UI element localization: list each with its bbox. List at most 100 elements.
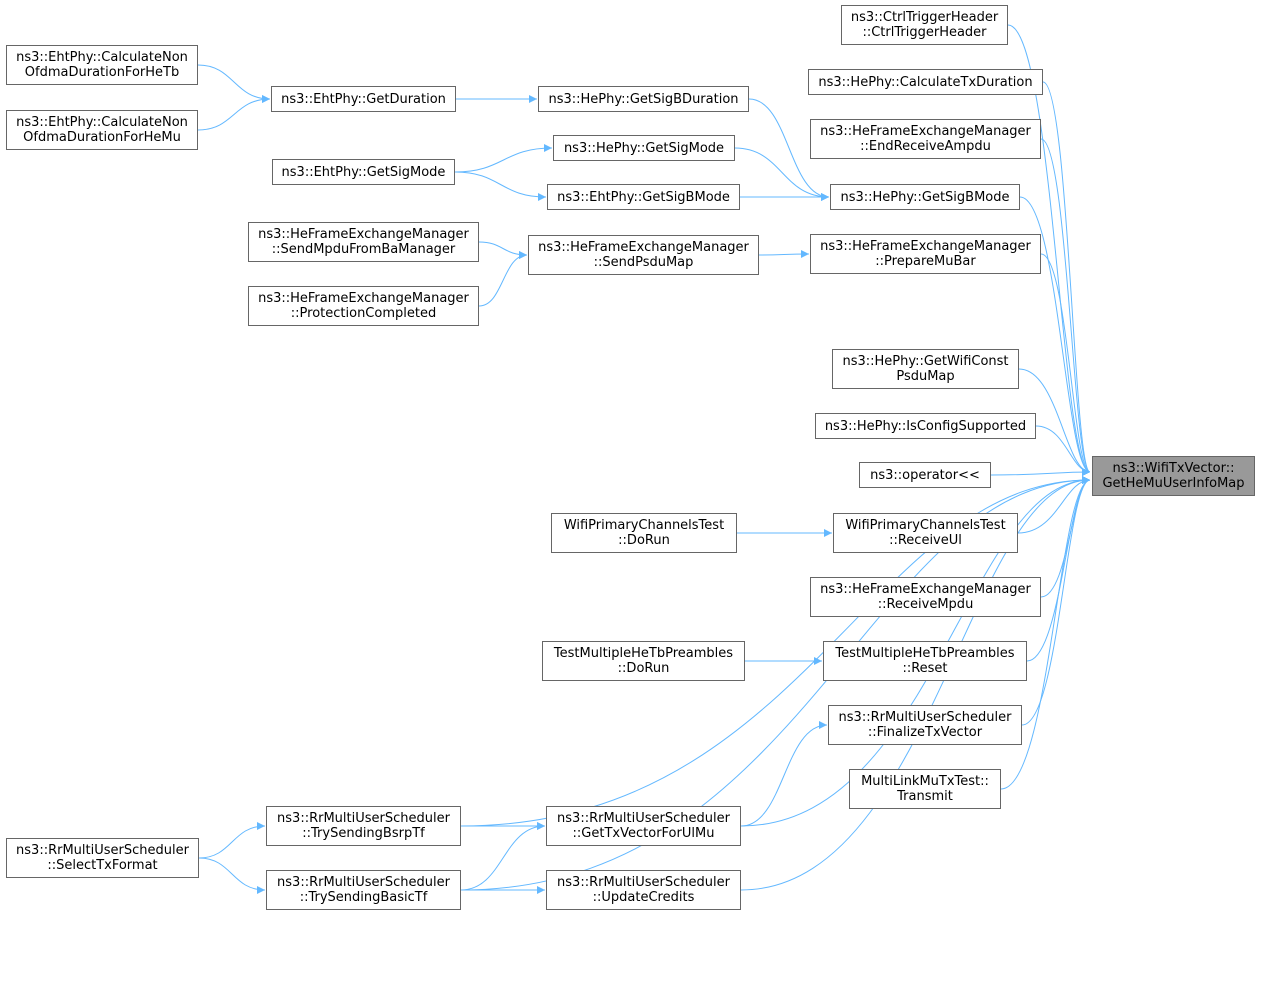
node-calculate-non-ofdma-he-mu[interactable]: ns3::EhtPhy::CalculateNon OfdmaDurationF…: [6, 110, 198, 150]
edge-get_sigb_duration-to-he_get_sigb_mode: [748, 98, 830, 201]
node-protection-completed[interactable]: ns3::HeFrameExchangeManager ::Protection…: [248, 286, 479, 326]
node-label: ns3::RrMultiUserScheduler: [557, 811, 730, 826]
edge-select_tx_format-to-try_sending_bsrp: [198, 822, 266, 859]
node-primary-channels-do-run[interactable]: WifiPrimaryChannelsTest ::DoRun: [551, 513, 737, 553]
node-label: ns3::HePhy::GetSigBDuration: [548, 91, 739, 107]
node-eht-get-duration[interactable]: ns3::EhtPhy::GetDuration: [271, 86, 456, 112]
node-update-credits[interactable]: ns3::RrMultiUserScheduler ::UpdateCredit…: [546, 870, 741, 910]
node-label: ns3::RrMultiUserScheduler: [557, 875, 730, 890]
edge-reset-to-target: [1026, 476, 1091, 662]
node-get-wifi-const-psdu-map[interactable]: ns3::HePhy::GetWifiConst PsduMap: [832, 349, 1019, 389]
edge-get_wifi_const_psdu_map-to-target: [1018, 368, 1091, 476]
node-label: ns3::HeFrameExchangeManager: [258, 291, 469, 306]
edge-receive_ul-to-target: [1017, 476, 1091, 534]
node-label: ::PrepareMuBar: [875, 254, 976, 269]
node-label: ::FinalizeTxVector: [867, 725, 983, 740]
node-he-get-sigb-mode[interactable]: ns3::HePhy::GetSigBMode: [830, 184, 1020, 210]
node-get-tx-vector-for-ul-mu[interactable]: ns3::RrMultiUserScheduler ::GetTxVectorF…: [546, 806, 741, 846]
node-label: ns3::HePhy::GetSigBMode: [840, 189, 1010, 205]
node-label: TestMultipleHeTbPreambles: [835, 646, 1015, 661]
edge-eht_get_sig_mode-to-eht_get_sigb_mode: [454, 171, 547, 201]
edge-calc_non_ofdma_tb-to-eht_get_duration: [197, 64, 271, 103]
node-receive-mpdu[interactable]: ns3::HeFrameExchangeManager ::ReceiveMpd…: [810, 577, 1041, 617]
node-label: ns3::WifiTxVector::: [1112, 461, 1235, 476]
node-label: ns3::RrMultiUserScheduler: [16, 843, 189, 858]
node-calculate-non-ofdma-he-tb[interactable]: ns3::EhtPhy::CalculateNon OfdmaDurationF…: [6, 45, 198, 85]
node-label: ns3::HePhy::GetSigMode: [563, 140, 725, 156]
node-label: ::ProtectionCompleted: [290, 306, 437, 321]
node-label: MultiLinkMuTxTest::: [861, 774, 989, 789]
node-calculate-tx-duration[interactable]: ns3::HePhy::CalculateTxDuration: [808, 69, 1043, 95]
edge-try_sending_basic-to-get_tx_vector_ul: [460, 822, 546, 891]
node-label: ::TrySendingBasicTf: [299, 890, 428, 905]
edge-calc_tx_duration-to-target: [1042, 81, 1091, 476]
node-he-get-sig-mode[interactable]: ns3::HePhy::GetSigMode: [553, 135, 735, 161]
node-label: ns3::HeFrameExchangeManager: [820, 239, 1031, 254]
node-end-receive-ampdu[interactable]: ns3::HeFrameExchangeManager ::EndReceive…: [810, 119, 1041, 159]
node-label: PsduMap: [896, 369, 955, 384]
node-select-tx-format[interactable]: ns3::RrMultiUserScheduler ::SelectTxForm…: [6, 838, 199, 878]
node-label: ::DoRun: [618, 533, 670, 548]
node-preambles-do-run[interactable]: TestMultipleHeTbPreambles ::DoRun: [542, 641, 745, 681]
node-try-sending-basic-tf[interactable]: ns3::RrMultiUserScheduler ::TrySendingBa…: [266, 870, 461, 910]
node-get-sigb-duration[interactable]: ns3::HePhy::GetSigBDuration: [538, 86, 749, 112]
node-operator-stream[interactable]: ns3::operator<<: [859, 462, 991, 488]
node-eht-get-sigb-mode[interactable]: ns3::EhtPhy::GetSigBMode: [547, 184, 740, 210]
node-label: ns3::HeFrameExchangeManager: [820, 124, 1031, 139]
edge-send_mpdu_from_ba-to-send_psdu_map: [478, 241, 528, 259]
node-label: Transmit: [897, 789, 953, 804]
node-label: ns3::RrMultiUserScheduler: [277, 811, 450, 826]
node-label: ::SendMpduFromBaManager: [271, 242, 456, 257]
node-label: ns3::HePhy::CalculateTxDuration: [818, 74, 1033, 90]
node-label: ::UpdateCredits: [592, 890, 695, 905]
node-label: ::TrySendingBsrpTf: [302, 826, 425, 841]
node-label: ::SendPsduMap: [593, 255, 694, 270]
edge-get_tx_vector_ul-to-finalize_tx_vector: [740, 721, 828, 827]
node-label: ns3::RrMultiUserScheduler: [277, 875, 450, 890]
node-label: GetHeMuUserInfoMap: [1102, 476, 1245, 491]
node-label: OfdmaDurationForHeTb: [24, 65, 180, 80]
edge-calc_non_ofdma_mu-to-eht_get_duration: [197, 95, 271, 131]
node-get-he-mu-user-info-map: ns3::WifiTxVector:: GetHeMuUserInfoMap: [1092, 456, 1255, 496]
node-label: ns3::HePhy::IsConfigSupported: [824, 418, 1027, 434]
edge-select_tx_format-to-try_sending_basic: [198, 857, 266, 894]
node-send-psdu-map[interactable]: ns3::HeFrameExchangeManager ::SendPsduMa…: [528, 235, 759, 275]
node-label: ns3::EhtPhy::CalculateNon: [16, 50, 188, 65]
node-transmit[interactable]: MultiLinkMuTxTest:: Transmit: [849, 769, 1001, 809]
edge-send_psdu_map-to-prepare_mu_bar: [758, 250, 810, 259]
node-label: ns3::EhtPhy::GetSigBMode: [557, 189, 730, 205]
edge-prepare_mu_bar-to-target: [1040, 253, 1091, 476]
node-label: ns3::HeFrameExchangeManager: [258, 227, 469, 242]
edge-end_receive_ampdu-to-target: [1040, 138, 1091, 476]
node-finalize-tx-vector[interactable]: ns3::RrMultiUserScheduler ::FinalizeTxVe…: [828, 705, 1022, 745]
node-eht-get-sig-mode[interactable]: ns3::EhtPhy::GetSigMode: [272, 159, 455, 185]
node-label: ns3::operator<<: [870, 467, 980, 483]
edge-try_sending_basic-to-target: [460, 476, 1091, 891]
node-prepare-mu-bar[interactable]: ns3::HeFrameExchangeManager ::PrepareMuB…: [810, 234, 1041, 274]
node-label: ::DoRun: [617, 661, 670, 676]
node-try-sending-bsrp-tf[interactable]: ns3::RrMultiUserScheduler ::TrySendingBs…: [266, 806, 461, 846]
node-label: ns3::HeFrameExchangeManager: [538, 240, 749, 255]
edge-protection_completed-to-send_psdu_map: [478, 251, 528, 307]
node-label: ::CtrlTriggerHeader: [862, 25, 987, 40]
node-ctrl-trigger-header[interactable]: ns3::CtrlTriggerHeader ::CtrlTriggerHead…: [841, 5, 1008, 45]
node-reset[interactable]: TestMultipleHeTbPreambles ::Reset: [823, 641, 1027, 681]
node-label: ns3::HeFrameExchangeManager: [820, 582, 1031, 597]
edge-he_get_sigb_mode-to-target: [1019, 196, 1091, 476]
node-label: ns3::HePhy::GetWifiConst: [842, 354, 1009, 369]
edge-finalize_tx_vector-to-target: [1021, 476, 1091, 726]
node-label: WifiPrimaryChannelsTest: [563, 518, 725, 533]
node-receive-ul[interactable]: WifiPrimaryChannelsTest ::ReceiveUl: [833, 513, 1018, 553]
node-label: OfdmaDurationForHeMu: [23, 130, 181, 145]
node-label: ns3::RrMultiUserScheduler: [838, 710, 1012, 725]
node-label: WifiPrimaryChannelsTest: [845, 518, 1006, 533]
node-label: ::GetTxVectorForUlMu: [572, 826, 715, 841]
node-label: ns3::EhtPhy::GetDuration: [281, 91, 446, 107]
node-is-config-supported[interactable]: ns3::HePhy::IsConfigSupported: [815, 413, 1036, 439]
node-label: ns3::EhtPhy::GetSigMode: [281, 164, 446, 180]
edge-update_credits-to-target: [740, 476, 1091, 891]
edge-ctrl_trigger_header-to-target: [1007, 24, 1091, 476]
node-send-mpdu-from-ba-manager[interactable]: ns3::HeFrameExchangeManager ::SendMpduFr…: [248, 222, 479, 262]
edge-transmit-to-target: [1000, 476, 1091, 790]
